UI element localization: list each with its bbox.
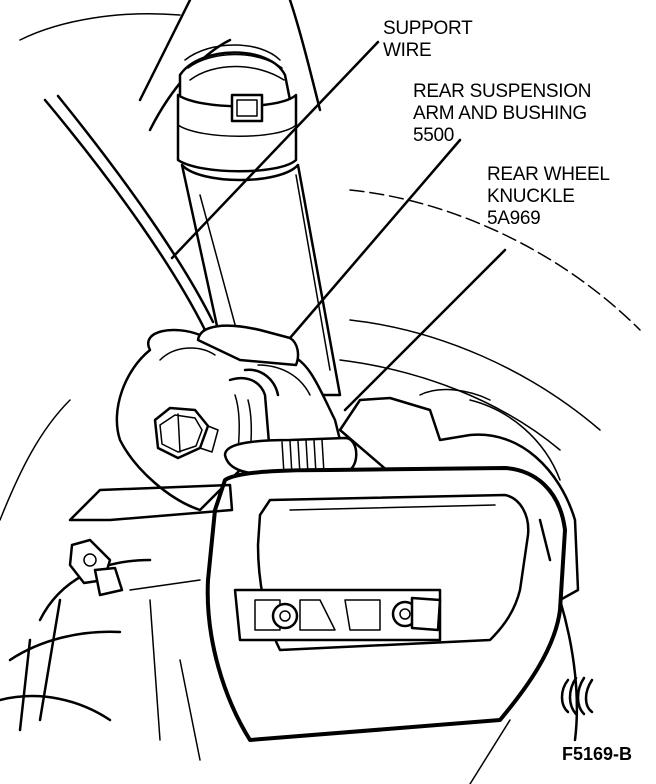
callout-suspension-arm-line2: ARM AND BUSHING xyxy=(413,103,587,124)
small-spring xyxy=(560,676,594,716)
callout-support-wire-line2: WIRE xyxy=(383,40,431,61)
callout-wheel-knuckle-line2: KNUCKLE xyxy=(487,186,575,207)
rotor-edge xyxy=(469,518,579,784)
callout-wheel-knuckle-line3: 5A969 xyxy=(487,208,540,229)
leader-suspension-arm xyxy=(288,138,462,340)
wheel-knuckle xyxy=(205,388,580,742)
callout-suspension-arm: REAR SUSPENSION ARM AND BUSHING 5500 xyxy=(413,81,596,146)
figure-id: F5169-B xyxy=(562,744,632,764)
leader-wheel-knuckle xyxy=(343,248,507,412)
callout-support-wire: SUPPORT WIRE xyxy=(383,18,477,61)
leader-support-wire xyxy=(170,40,380,260)
callout-support-wire-line1: SUPPORT xyxy=(383,18,473,39)
callout-suspension-arm-line3: 5500 xyxy=(413,125,454,146)
hex-bolt xyxy=(153,406,219,460)
callout-suspension-arm-line1: REAR SUSPENSION xyxy=(413,81,591,102)
lower-bracket xyxy=(0,483,234,761)
callout-wheel-knuckle-line1: REAR WHEEL xyxy=(487,164,609,185)
leader-lines xyxy=(170,40,507,412)
callout-wheel-knuckle: REAR WHEEL KNUCKLE 5A969 xyxy=(487,164,614,229)
